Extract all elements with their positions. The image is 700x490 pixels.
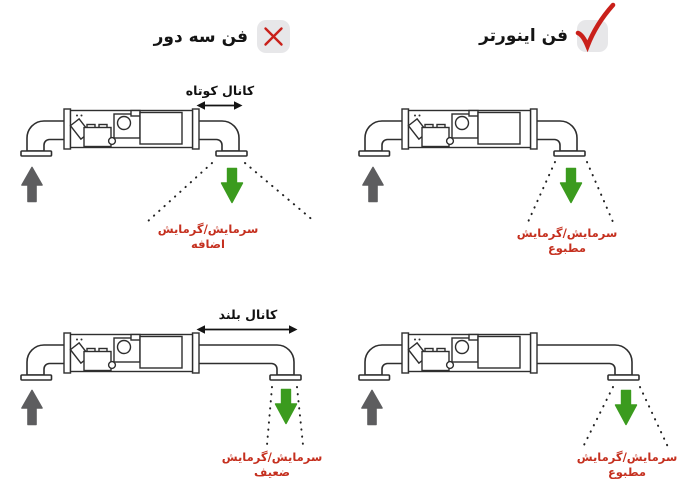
outlet-air-arrow-top-left: [220, 167, 244, 204]
three-speed-fan-label: فن سه دور: [153, 26, 248, 47]
header-three-speed-fan: فن سه دور: [154, 20, 290, 53]
output-label-line2: ضعیف: [254, 465, 290, 480]
output-label-line2: اضافه: [191, 237, 225, 252]
airflow-cone-top-left: [146, 162, 316, 223]
output-label-line1: سرمایش/گرمایش: [157, 222, 259, 236]
output-label-line2: مطبوع: [607, 465, 647, 480]
intake-air-arrow-top-left: [21, 166, 43, 203]
duct-length-label-short: کانال کوتاه: [185, 83, 255, 98]
duct-unit-drawing-bottom-right: [358, 332, 640, 381]
outlet-air-arrow-bottom-left: [274, 388, 298, 425]
duct-length-arrow-long: [196, 325, 298, 334]
output-label-bottom-left: سرمایش/گرمایش ضعیف: [207, 450, 337, 480]
header-inverter-fan: فن اینورتر: [479, 2, 616, 53]
intake-air-arrow-bottom-left: [21, 389, 43, 426]
duct-unit-drawing-bottom-left: [20, 332, 302, 381]
output-label-line1: سرمایش/گرمایش: [516, 226, 618, 240]
airflow-cone-bottom-left: [266, 386, 304, 446]
duct-unit-drawing-top-left: [20, 108, 248, 157]
duct-unit-drawing-top-right: [358, 108, 586, 157]
output-label-line1: سرمایش/گرمایش: [221, 450, 323, 464]
outlet-air-arrow-bottom-right: [614, 389, 638, 426]
output-label-bottom-right: سرمایش/گرمایش مطبوع: [562, 450, 692, 480]
intake-air-arrow-top-right: [362, 166, 384, 203]
airflow-cone-bottom-right: [582, 386, 669, 448]
outlet-air-arrow-top-right: [559, 167, 583, 204]
duct-length-label-long: کانال بلند: [218, 307, 278, 322]
check-mark-icon: [575, 2, 616, 53]
output-label-line2: مطبوع: [547, 241, 587, 256]
output-label-top-right: سرمایش/گرمایش مطبوع: [502, 226, 632, 256]
output-label-top-left: سرمایش/گرمایش اضافه: [143, 222, 273, 252]
airflow-cone-top-right: [527, 161, 614, 223]
output-label-line1: سرمایش/گرمایش: [576, 450, 678, 464]
x-mark-icon: [257, 20, 290, 53]
inverter-fan-label: فن اینورتر: [479, 26, 568, 46]
intake-air-arrow-bottom-right: [361, 389, 383, 426]
duct-length-arrow-short: [196, 101, 243, 110]
